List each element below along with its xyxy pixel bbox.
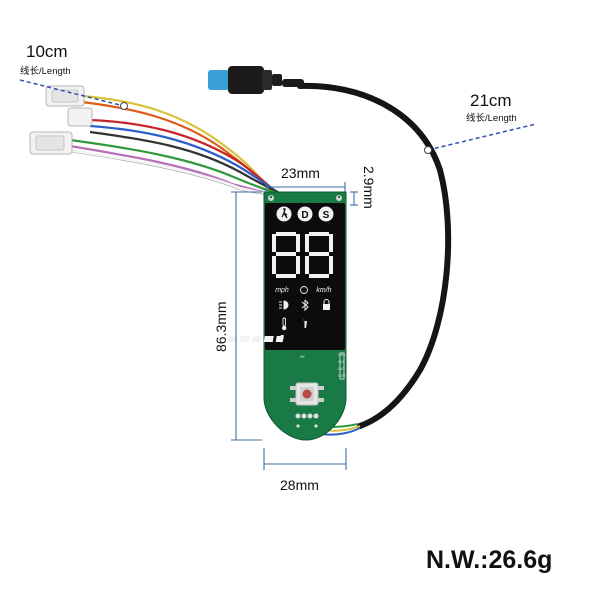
thermometer-icon: [282, 317, 287, 331]
svg-text:CLK: CLK: [338, 360, 345, 364]
right-cable-length: 21cm: [470, 91, 512, 110]
mode-s-label: S: [323, 210, 330, 221]
unit-mph: mph: [275, 287, 289, 294]
lock-icon: [323, 299, 330, 310]
board-height-label: 86.3mm: [213, 301, 229, 352]
speed-limit-icon: [300, 286, 308, 294]
speed-digits: [272, 232, 333, 278]
round-connector: [208, 66, 304, 94]
left-connector-bottom: [29, 131, 73, 155]
svg-text:DIO: DIO: [338, 367, 345, 371]
thickness-label: 2.9mm: [361, 166, 377, 209]
left-connector-top: [45, 85, 85, 107]
left-connector-middle: [67, 107, 93, 127]
net-weight-label: N.W.:26.6g: [426, 546, 552, 574]
left-cable-length: 10cm: [26, 42, 68, 61]
headlight-icon: [279, 300, 289, 310]
svg-text:GND: GND: [338, 353, 346, 357]
power-button[interactable]: [290, 382, 324, 406]
svg-text:DK: DK: [300, 355, 306, 359]
right-cable-leader: [427, 123, 537, 151]
svg-text:3.3V: 3.3V: [338, 374, 346, 378]
bluetooth-icon: [301, 299, 309, 312]
left-cable-caption: 线长/Length: [20, 65, 71, 77]
mode-d-icon: [297, 206, 313, 222]
bottom-width-label: 28mm: [280, 477, 319, 493]
left-cable-leader: [19, 79, 125, 107]
wire-bundle: [69, 94, 301, 200]
mode-s-icon: [318, 206, 334, 222]
top-width-label: 23mm: [281, 165, 320, 181]
unit-kmh: km/h: [316, 287, 331, 294]
lcd-screen: [265, 203, 345, 350]
battery-icon: [227, 335, 284, 343]
pcb-board: D S mph km/h: [227, 191, 347, 441]
right-cable-caption: 线长/Length: [466, 112, 517, 124]
long-cable: [297, 82, 452, 429]
dimension-lines: [231, 182, 358, 470]
mode-d-label: D: [301, 210, 308, 221]
wrench-icon: [302, 318, 307, 328]
